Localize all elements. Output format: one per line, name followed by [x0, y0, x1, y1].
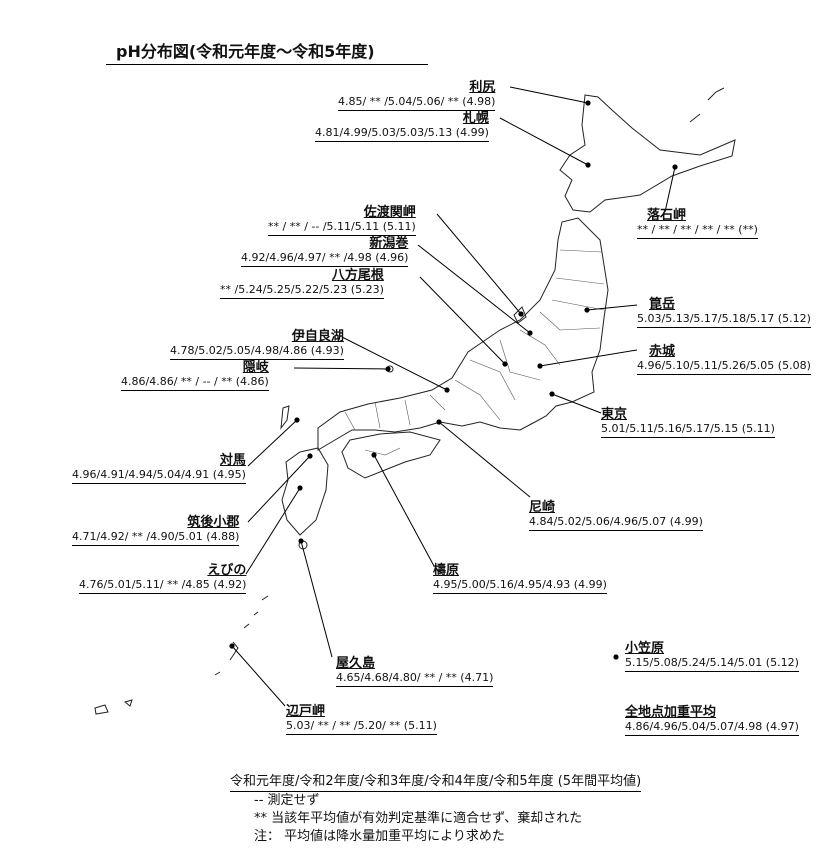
marker-sapporo — [585, 162, 591, 168]
station-oki: 隠岐 4.86/4.86/ ** / -- / ** (4.86) — [121, 360, 269, 391]
station-values: ** / ** / -- /5.11/5.11 (5.11) — [268, 220, 416, 236]
station-tokyo: 東京 5.01/5.11/5.16/5.17/5.15 (5.11) — [601, 407, 775, 438]
station-name: 尼崎 — [529, 500, 556, 515]
legend-header: 令和元年度/令和2年度/令和3年度/令和4年度/令和5年度 (5年間平均値) — [230, 773, 642, 792]
station-name: 筑後小郡 — [187, 515, 240, 530]
marker-oki — [385, 366, 391, 372]
station-yakushima: 屋久島 4.65/4.68/4.80/ ** / ** (4.71) — [336, 656, 494, 687]
station-hedo: 辺戸岬 5.03/ ** / ** /5.20/ ** (5.11) — [286, 704, 437, 735]
station-happo: 八方尾根 ** /5.24/5.25/5.22/5.23 (5.23) — [220, 268, 384, 299]
station-values: ** /5.24/5.25/5.22/5.23 (5.23) — [220, 283, 384, 299]
legend-not-measured: -- 測定せず — [254, 793, 320, 808]
station-values: ** / ** / ** / ** / ** (**) — [637, 223, 758, 239]
marker-ijira — [444, 387, 450, 393]
legend-note: 注： 平均値は降水量加重平均により求めた — [254, 829, 505, 844]
station-values: 4.96/5.10/5.11/5.26/5.05 (5.08) — [637, 359, 811, 375]
marker-tappi — [584, 307, 590, 313]
station-values: 4.86/4.96/5.04/5.07/4.98 (4.97) — [625, 720, 799, 736]
station-sadoseki: 佐渡関岬 ** / ** / -- /5.11/5.11 (5.11) — [268, 205, 416, 236]
station-tsushima: 対馬 4.96/4.91/4.94/5.04/4.91 (4.95) — [72, 453, 246, 484]
marker-ebino — [297, 485, 303, 491]
legend-rejected: ** 当該年平均値が有効判定基準に適合せず、棄却された — [254, 811, 583, 826]
station-ochiishi: 落石岬 ** / ** / ** / ** / ** (**) — [637, 208, 758, 239]
station-name: 全地点加重平均 — [625, 705, 717, 720]
marker-akagi — [537, 363, 543, 369]
station-values: 4.76/5.01/5.11/ ** /4.85 (4.92) — [79, 578, 247, 594]
station-ebino: えびの 4.76/5.01/5.11/ ** /4.85 (4.92) — [79, 563, 247, 594]
station-kashihara: 檮原 4.95/5.00/5.16/4.95/4.93 (4.99) — [433, 563, 607, 594]
leader-lines — [231, 86, 676, 707]
station-values: 5.03/ ** / ** /5.20/ ** (5.11) — [286, 719, 437, 735]
station-values: 5.03/5.13/5.17/5.18/5.17 (5.12) — [637, 312, 811, 328]
station-ogasawara: 小笠原 5.15/5.08/5.24/5.14/5.01 (5.12) — [625, 641, 799, 672]
marker-hedo — [229, 643, 235, 649]
marker-tsushima — [294, 417, 300, 423]
station-values: 4.96/4.91/4.94/5.04/4.91 (4.95) — [72, 468, 246, 484]
station-name: 東京 — [601, 407, 628, 422]
station-name: 八方尾根 — [331, 268, 384, 283]
station-niigatamaki: 新潟巻 4.92/4.96/4.97/ ** /4.98 (4.96) — [241, 236, 409, 267]
station-values: 5.15/5.08/5.24/5.14/5.01 (5.12) — [625, 656, 799, 672]
station-values: 4.65/4.68/4.80/ ** / ** (4.71) — [336, 671, 494, 687]
marker-niigatamaki — [527, 330, 533, 336]
station-amagasaki: 尼崎 4.84/5.02/5.06/4.96/5.07 (4.99) — [529, 500, 703, 531]
station-values: 4.78/5.02/5.05/4.98/4.86 (4.93) — [170, 344, 344, 360]
marker-happo — [502, 361, 508, 367]
station-rishiri: 利尻 4.85/ ** /5.04/5.06/ ** (4.98) — [338, 80, 496, 111]
station-chikugo: 筑後小郡 4.71/4.92/ ** /4.90/5.01 (4.88) — [72, 515, 240, 546]
station-values: 4.92/4.96/4.97/ ** /4.98 (4.96) — [241, 251, 409, 267]
marker-sadoseki — [518, 311, 524, 317]
station-name: 佐渡関岬 — [363, 205, 416, 220]
station-sapporo: 札幌 4.81/4.99/5.03/5.03/5.13 (4.99) — [315, 111, 489, 142]
station-name: 対馬 — [219, 453, 246, 468]
marker-chikugo — [307, 453, 313, 459]
station-name: 小笠原 — [625, 641, 665, 656]
prefecture-borders — [344, 249, 605, 456]
marker-tokyo — [549, 391, 555, 397]
station-name: えびの — [207, 563, 247, 578]
station-name: 箟岳 — [649, 297, 676, 312]
station-name: 辺戸岬 — [286, 704, 326, 719]
station-name: 赤城 — [649, 344, 676, 359]
station-average: 全地点加重平均 4.86/4.96/5.04/5.07/4.98 (4.97) — [625, 705, 799, 736]
marker-amagasaki — [436, 419, 442, 425]
station-values: 4.71/4.92/ ** /4.90/5.01 (4.88) — [72, 530, 240, 546]
marker-kashihara — [371, 452, 377, 458]
station-markers — [229, 100, 678, 660]
marker-rishiri — [585, 100, 591, 106]
map-title: pH分布図(令和元年度～令和5年度) — [106, 38, 428, 65]
station-values: 5.01/5.11/5.16/5.17/5.15 (5.11) — [601, 422, 775, 438]
station-values: 4.86/4.86/ ** / -- / ** (4.86) — [121, 375, 269, 391]
station-name: 落石岬 — [647, 208, 687, 223]
station-name: 新潟巻 — [369, 236, 409, 251]
station-name: 隠岐 — [242, 360, 269, 375]
legend: 令和元年度/令和2年度/令和3年度/令和4年度/令和5年度 (5年間平均値) -… — [230, 773, 642, 846]
japan-outline — [94, 87, 736, 715]
station-name: 利尻 — [469, 80, 496, 95]
station-name: 檮原 — [433, 563, 460, 578]
station-values: 4.95/5.00/5.16/4.95/4.93 (4.99) — [433, 578, 607, 594]
station-ijira: 伊自良湖 4.78/5.02/5.05/4.98/4.86 (4.93) — [170, 329, 344, 360]
station-tappi: 箟岳 5.03/5.13/5.17/5.18/5.17 (5.12) — [637, 297, 811, 328]
station-values: 4.85/ ** /5.04/5.06/ ** (4.98) — [338, 95, 496, 111]
marker-ogasawara — [613, 654, 619, 660]
station-values: 4.84/5.02/5.06/4.96/5.07 (4.99) — [529, 515, 703, 531]
marker-ochiishi — [672, 164, 678, 170]
station-name: 伊自良湖 — [291, 329, 344, 344]
station-akagi: 赤城 4.96/5.10/5.11/5.26/5.05 (5.08) — [637, 344, 811, 375]
station-name: 屋久島 — [336, 656, 376, 671]
marker-yakushima — [298, 538, 304, 544]
station-name: 札幌 — [462, 111, 489, 126]
station-values: 4.81/4.99/5.03/5.03/5.13 (4.99) — [315, 126, 489, 142]
